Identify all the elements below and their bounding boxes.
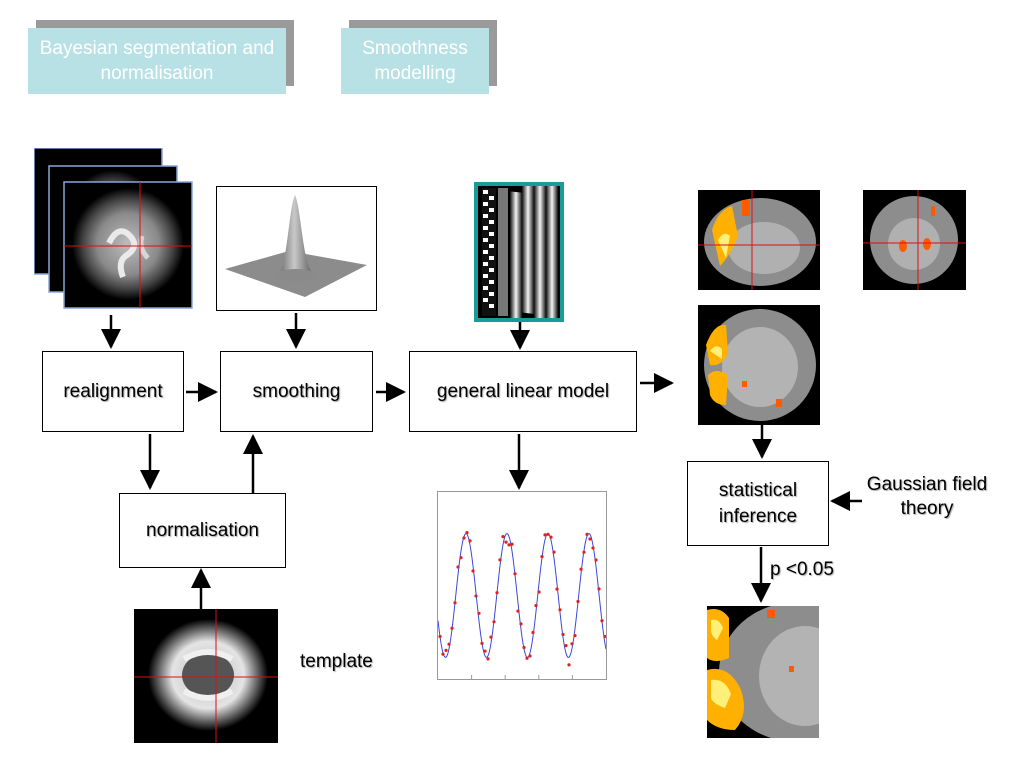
sample-point	[477, 611, 481, 615]
sample-point	[537, 590, 541, 594]
smoothing-box: smoothing	[220, 351, 373, 432]
gaussian-field-theory-label: Gaussian field theory	[866, 474, 988, 519]
sample-point	[462, 536, 466, 540]
sample-point	[450, 626, 454, 630]
sample-point	[447, 642, 451, 646]
sample-point	[582, 550, 586, 554]
template-label: template	[300, 651, 373, 672]
sample-point	[573, 634, 577, 638]
sample-point	[501, 535, 505, 539]
sample-point	[492, 620, 496, 624]
sample-point	[516, 609, 520, 613]
smoothness-modelling-label: Smoothness modelling	[341, 28, 489, 94]
sample-point	[540, 555, 544, 559]
sample-point	[456, 565, 460, 569]
activation-map-sagittal-icon	[698, 190, 820, 290]
sample-point	[444, 648, 448, 652]
sample-point	[510, 542, 514, 546]
bayesian-segmentation-tag: Bayesian segmentation and normalisation	[28, 20, 294, 94]
sample-point	[600, 619, 604, 623]
sample-point	[567, 663, 571, 667]
sample-point	[558, 608, 562, 612]
sample-point	[525, 656, 529, 660]
sample-point	[561, 632, 565, 637]
smoothing-label: smoothing	[252, 380, 341, 402]
sample-point	[489, 635, 493, 639]
sample-point	[474, 594, 478, 598]
sample-point	[552, 550, 556, 554]
sample-point	[504, 540, 508, 544]
sample-point	[570, 642, 574, 646]
bayesian-segmentation-label: Bayesian segmentation and normalisation	[28, 28, 286, 94]
sample-point	[507, 543, 511, 547]
fit-curve	[438, 532, 606, 658]
sample-point	[603, 634, 606, 639]
sample-point	[564, 644, 568, 648]
sample-point	[531, 630, 535, 635]
fitted-time-series-plot	[437, 491, 607, 680]
realignment-label: realignment	[63, 380, 163, 402]
sample-point	[594, 558, 598, 562]
sample-point	[498, 558, 502, 562]
normalisation-box: normalisation	[119, 493, 286, 568]
sample-point	[483, 649, 487, 653]
sample-point	[591, 546, 595, 550]
sample-point	[459, 556, 463, 560]
sample-point	[486, 657, 490, 661]
p-value-label: p <0.05	[770, 559, 834, 580]
sample-point	[465, 531, 469, 535]
sample-point	[597, 587, 601, 591]
template-brain-icon	[134, 609, 278, 743]
activation-map-axial-icon	[698, 305, 820, 425]
general-linear-model-label: general linear model	[436, 380, 610, 402]
sample-point	[534, 604, 538, 608]
smoothness-modelling-tag: Smoothness modelling	[341, 20, 497, 94]
normalisation-label: normalisation	[146, 519, 259, 541]
general-linear-model-box: general linear model	[409, 351, 637, 432]
sample-point	[576, 599, 580, 604]
sample-point	[555, 587, 559, 591]
realignment-box: realignment	[42, 351, 184, 432]
design-matrix-icon	[474, 182, 564, 322]
activation-result-icon	[707, 606, 819, 738]
brain-scan-stack-icon	[34, 148, 194, 310]
statistical-inference-label: statistical inference	[718, 479, 798, 527]
sample-point	[585, 532, 589, 536]
sample-point	[546, 532, 550, 536]
sample-point	[528, 654, 532, 658]
activation-map-coronal-icon	[863, 190, 966, 290]
sample-point	[513, 572, 517, 576]
sample-point	[543, 533, 547, 537]
sample-point	[468, 539, 472, 543]
sample-point	[480, 641, 484, 645]
sample-point	[441, 652, 445, 656]
sample-point	[453, 601, 457, 605]
sample-point	[579, 567, 583, 571]
statistical-inference-box: statistical inference	[687, 461, 829, 546]
sample-point	[438, 634, 442, 639]
sample-point	[522, 645, 526, 650]
sample-point	[519, 622, 523, 626]
gaussian-kernel-surface-icon	[216, 186, 377, 311]
sample-point	[588, 537, 592, 541]
sample-point	[549, 535, 553, 539]
sample-point	[495, 591, 499, 595]
sample-point	[471, 569, 475, 573]
